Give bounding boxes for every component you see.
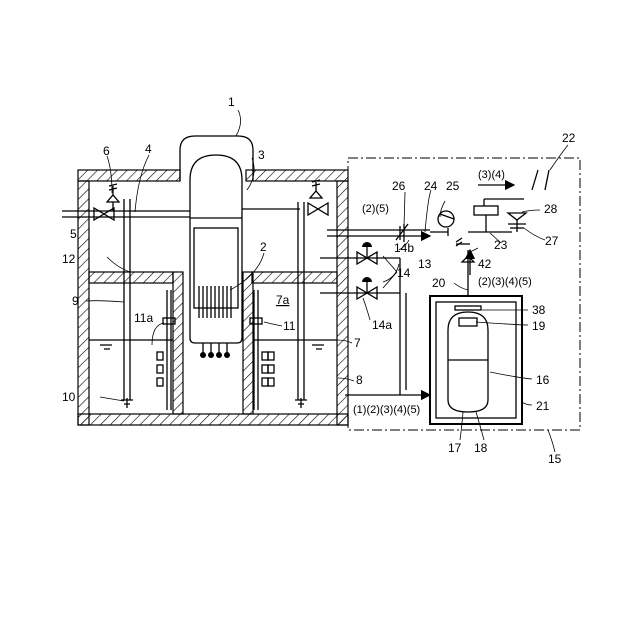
reactor-building-boundary	[348, 158, 580, 430]
reactor-pressure-vessel	[180, 136, 253, 358]
label-11a: 11a	[134, 311, 153, 325]
label-5: 5	[70, 227, 77, 241]
label-28: 28	[544, 202, 558, 216]
label-7: 7	[354, 336, 361, 350]
label-22: 22	[562, 131, 576, 145]
mode-label-2-5: (2)(5)	[362, 203, 389, 215]
label-38: 38	[532, 303, 546, 317]
label-3: 3	[258, 148, 265, 162]
label-8: 8	[356, 373, 363, 387]
main-steam-line	[62, 180, 328, 220]
mode-label-3-4: (3)(4)	[478, 169, 505, 181]
label-4: 4	[145, 142, 152, 156]
label-6: 6	[103, 144, 110, 158]
label-1: 1	[228, 95, 235, 109]
label-10: 10	[62, 390, 76, 404]
label-12: 12	[62, 252, 76, 266]
label-2: 2	[260, 240, 267, 254]
label-27: 27	[545, 234, 559, 248]
label-11: 11	[283, 319, 296, 333]
label-17: 17	[448, 441, 462, 455]
control-rods	[199, 286, 231, 358]
label-42: 42	[478, 257, 492, 271]
label-15: 15	[548, 452, 562, 466]
label-25: 25	[446, 179, 460, 193]
label-24: 24	[424, 179, 438, 193]
label-16: 16	[536, 373, 550, 387]
hydrogen-tank-unit	[430, 238, 522, 424]
label-14b: 14b	[394, 241, 414, 255]
label-14: 14	[397, 266, 411, 280]
label-14a: 14a	[372, 318, 392, 332]
label-18: 18	[474, 441, 488, 455]
label-13: 13	[418, 257, 432, 271]
label-19: 19	[532, 319, 546, 333]
label-26: 26	[392, 179, 406, 193]
label-20: 20	[432, 276, 446, 290]
label-7a: 7a	[276, 293, 290, 307]
suppression-chamber	[89, 199, 337, 410]
mode-label-2-3-4-5: (2)(3)(4)(5)	[478, 276, 532, 288]
label-9: 9	[72, 294, 79, 308]
label-23: 23	[494, 238, 508, 252]
label-21: 21	[536, 399, 550, 413]
mode-label-1-2-3-4-5: (1)(2)(3)(4)(5)	[353, 404, 420, 416]
